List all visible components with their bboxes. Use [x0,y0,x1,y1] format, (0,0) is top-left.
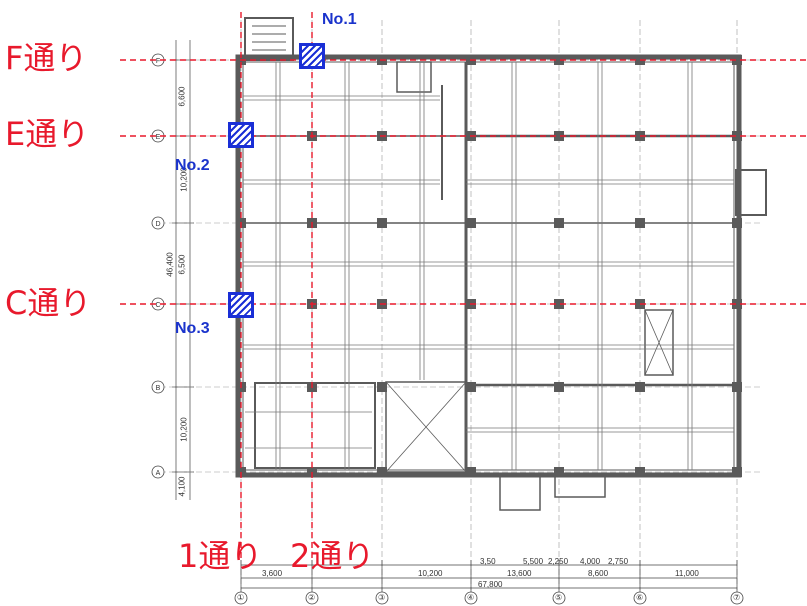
dim-subtotal-2: 8,600 [588,569,609,578]
axis-label-1: 1通り [178,537,263,575]
dim-bottom-4: 5,500 [523,557,544,566]
bubble-row-f: F [156,58,160,65]
dim-left-5: 10,200 [179,417,189,442]
bubble-row-e: E [156,134,161,141]
marker-no3-label: No.3 [175,320,210,337]
bubble-row-b: B [156,385,161,392]
dim-bottom-8: 11,000 [675,569,699,578]
bubble-row-d: D [155,221,160,228]
dim-bottom-7: 2,750 [608,557,629,566]
dim-left-4: 6,500 [177,254,187,275]
dim-bottom-6: 4,000 [580,557,601,566]
dim-bottom-1: 3,600 [262,569,283,578]
bubble-col-1: ① [237,593,245,602]
bubble-col-4: ④ [467,593,475,602]
marker-no2 [228,122,254,148]
bottom-dimension-lines [240,560,738,592]
dim-bottom-5: 2,250 [548,557,569,566]
beams [243,62,734,470]
building-walls [235,17,767,511]
grid-bubbles [151,53,744,605]
grid-bubble-labels: F E D C B A [155,58,160,477]
dim-subtotal-1: 13,600 [507,569,532,578]
marker-no1-label: No.1 [322,11,357,28]
dim-bottom-2: 10,200 [418,569,443,578]
dim-left-1: 6,600 [177,86,187,107]
axis-label-e: E通り [5,115,90,153]
bubble-col-2: ② [308,593,316,602]
bubble-col-5: ⑤ [555,593,563,602]
bubble-row-c: C [155,302,160,309]
dim-left-6: 4,100 [177,476,187,497]
marker-no1 [299,43,325,69]
marker-no3 [228,292,254,318]
axis-label-f: F通り [5,39,88,77]
axis-label-c: C通り [5,284,92,322]
bubble-col-6: ⑥ [636,593,644,602]
marker-no2-label: No.2 [175,157,210,174]
dim-left-3: 46,400 [165,252,175,277]
bubble-row-a: A [156,470,161,477]
red-axis-lines [120,12,807,560]
bubble-col-7: ⑦ [733,593,741,602]
bubble-col-3: ③ [378,593,386,602]
dim-bottom-3: 3,50 [480,557,496,566]
axis-label-2: 2通り [290,537,375,575]
dim-overall: 67,800 [478,580,503,589]
